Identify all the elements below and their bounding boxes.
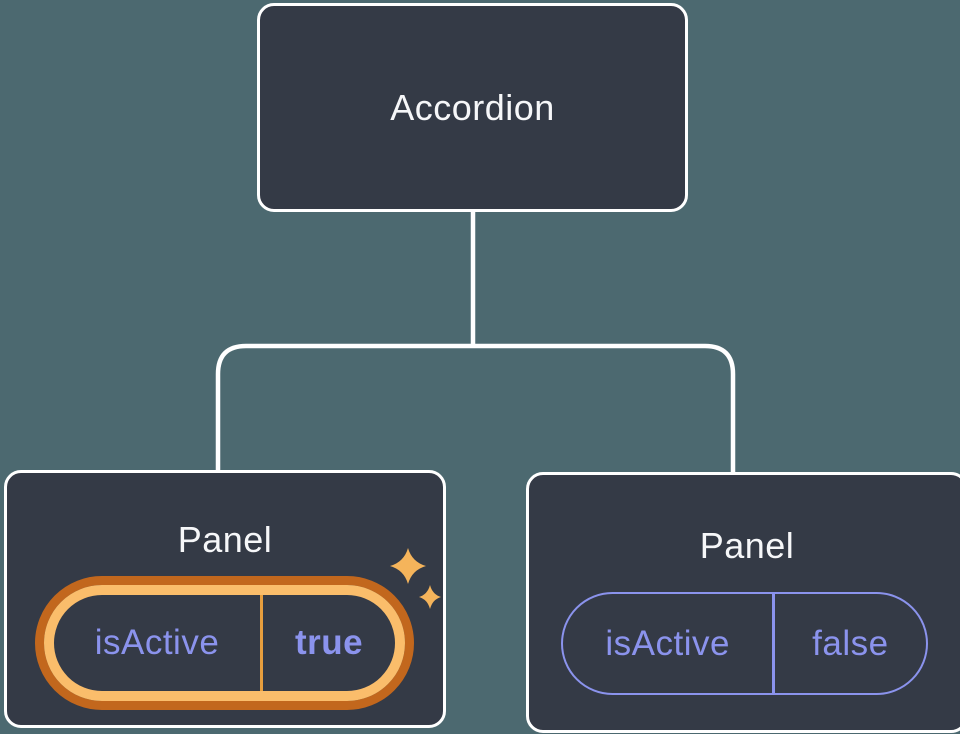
- node-accordion: Accordion: [257, 3, 688, 212]
- state-pill-inactive: isActive false: [561, 592, 928, 695]
- state-value: false: [812, 623, 889, 663]
- state-key: isActive: [94, 623, 220, 662]
- state-pill-active: isActive true: [35, 576, 414, 710]
- state-value: true: [294, 623, 364, 662]
- panel-label: Panel: [177, 519, 273, 560]
- pill-divider: [772, 594, 775, 693]
- panel-label: Panel: [699, 525, 795, 566]
- state-pill-active-ring: isActive true: [44, 585, 405, 701]
- node-panel-inactive: Panel isActive false: [526, 472, 960, 733]
- connector-bracket: [215, 343, 736, 474]
- state-key: isActive: [605, 623, 730, 663]
- pill-divider: [260, 595, 263, 691]
- node-panel-active: Panel isActive true: [4, 470, 446, 728]
- accordion-label: Accordion: [390, 86, 555, 128]
